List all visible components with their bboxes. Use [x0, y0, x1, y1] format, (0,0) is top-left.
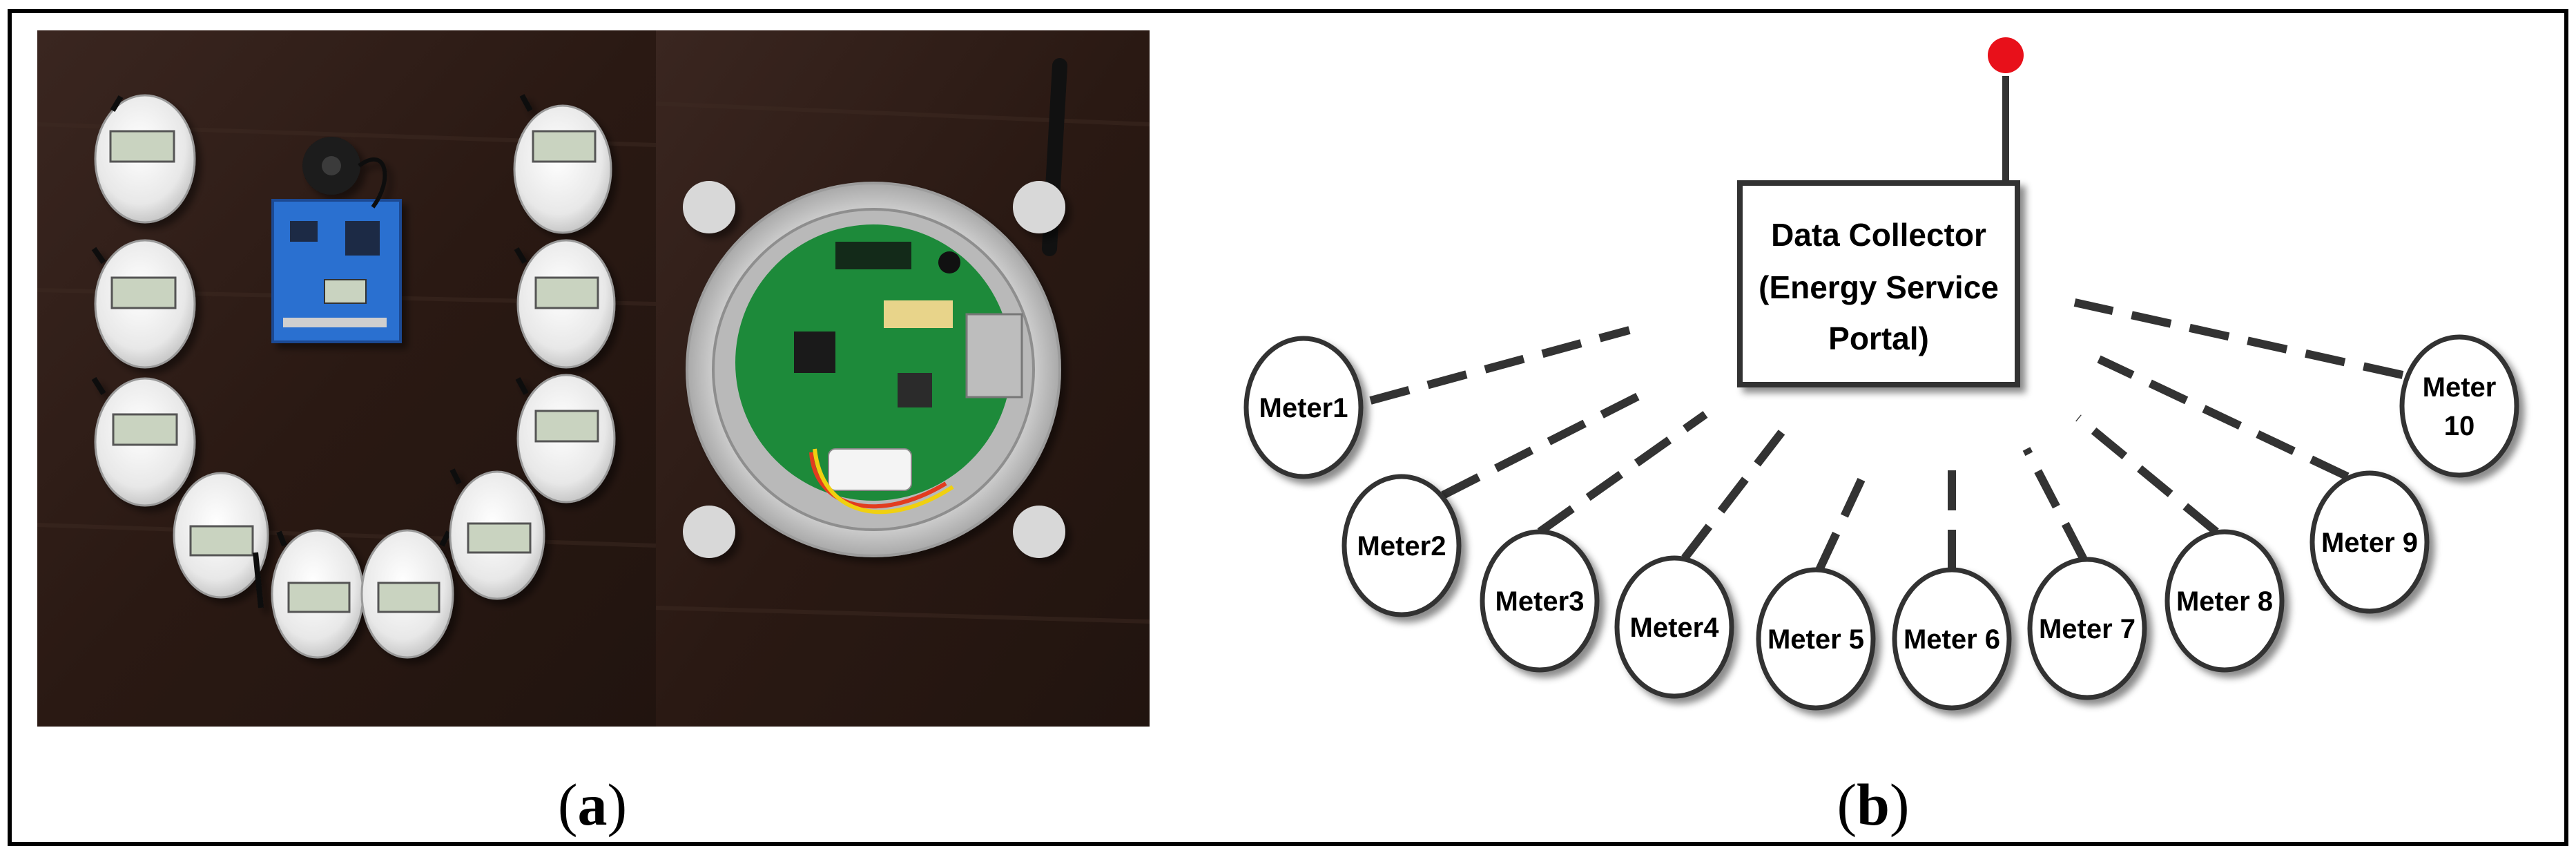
meter-unit-r1 — [513, 94, 612, 234]
meter-link-2 — [1441, 386, 1652, 499]
meter-circle-6 — [1892, 567, 2012, 711]
meter-label-3: Meter3 — [1495, 586, 1585, 617]
meter-unit-l3 — [91, 376, 196, 507]
antenna-tip — [1988, 37, 2024, 73]
panel-a-close: ) — [608, 771, 628, 838]
meter-link-4 — [1681, 425, 1788, 561]
meter-label-10-line1: Meter — [2423, 372, 2497, 403]
meter-unit-b1 — [173, 472, 269, 608]
meter-link-9 — [2097, 355, 2350, 481]
panel-b-letter: b — [1857, 771, 1890, 838]
meter-link-3 — [1537, 411, 1708, 535]
panel-b-open: ( — [1837, 771, 1857, 838]
panel-a-letter: a — [578, 771, 608, 838]
meter-node-4: Meter4 — [1614, 555, 1734, 699]
meter-node-3: Meter3 — [1480, 529, 1600, 673]
meter-unit-l1 — [94, 94, 196, 224]
meter-link-8 — [2075, 414, 2219, 535]
meter-circle-10 — [2399, 334, 2519, 478]
device-pcb — [735, 224, 1023, 515]
meter-unit-r2 — [514, 239, 616, 369]
collector-label-line3: Portal) — [1828, 320, 1929, 356]
panel-a: (a) — [37, 30, 1150, 838]
panel-b-label: (b) — [1837, 771, 1909, 838]
meter-label-4: Meter4 — [1630, 613, 1720, 643]
meter-unit-b4 — [449, 468, 545, 600]
meter-node-1: Meter1 — [1243, 336, 1364, 479]
meter-circle-4 — [1614, 555, 1734, 699]
meter-node-6: Meter 6 — [1892, 567, 2012, 711]
collector-label-line2: (Energy Service — [1759, 269, 1999, 305]
collector-label-line1: Data Collector — [1771, 217, 1986, 253]
meter-unit-r3 — [515, 374, 616, 503]
meter-node-9: Meter 9 — [2309, 470, 2430, 614]
meter-node-7: Meter 7 — [2027, 557, 2147, 700]
collector-box — [1737, 180, 2020, 387]
meter-unit-b2 — [271, 529, 365, 659]
meter-circle-3 — [1480, 529, 1600, 673]
meter-circle-8 — [2165, 529, 2285, 673]
meter-label-5: Meter 5 — [1768, 624, 1864, 655]
meter-link-7 — [2022, 447, 2088, 561]
photo-meter-interior — [655, 30, 1150, 727]
wood-grain-right — [655, 102, 1150, 624]
meter-circle-2 — [1342, 474, 1462, 617]
data-collector: Data Collector (Energy Service Portal) — [1737, 180, 2020, 387]
meter-label-8: Meter 8 — [2176, 586, 2273, 617]
meter-circle-1 — [1243, 336, 1364, 479]
meter-label-9: Meter 9 — [2321, 528, 2418, 558]
meter-node-5: Meter 5 — [1756, 567, 1876, 711]
meter-node-2: Meter2 — [1342, 474, 1462, 617]
panel-b: Data Collector (Energy Service Portal) M… — [1243, 37, 2519, 838]
meter-label-1: Meter1 — [1259, 393, 1348, 423]
meter-label-10-line2: 10 — [2444, 411, 2475, 441]
panel-a-open: ( — [558, 771, 578, 838]
meter-label-2: Meter2 — [1357, 531, 1446, 561]
panel-a-label: (a) — [558, 771, 627, 838]
meter-node-8: Meter 8 — [2165, 529, 2285, 673]
panel-b-close: ) — [1890, 771, 1910, 838]
meter-links — [1369, 298, 2404, 572]
meter-link-1 — [1369, 326, 1631, 405]
meter-label-6: Meter 6 — [1904, 624, 2000, 655]
meter-circle-5 — [1756, 567, 1876, 711]
photo-meter-array — [37, 30, 657, 727]
collector-board — [271, 137, 402, 343]
meter-circle-9 — [2309, 470, 2430, 614]
meter-unit-b3 — [360, 529, 454, 659]
meter-circle-7 — [2027, 557, 2147, 700]
meter-node-10: Meter 10 — [2399, 334, 2519, 478]
meter-link-5 — [1815, 464, 1872, 572]
meter-label-7: Meter 7 — [2039, 614, 2136, 644]
meter-unit-l2 — [91, 239, 196, 369]
